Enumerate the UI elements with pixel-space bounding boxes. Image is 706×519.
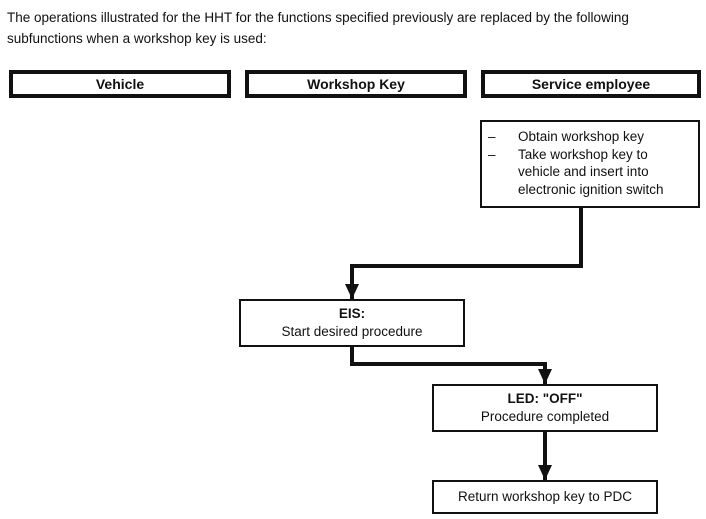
service-employee-task-list: Obtain workshop key Take workshop key to… [482,122,698,198]
eis-title: EIS: [338,306,366,321]
lane-header-vehicle: Vehicle [9,70,231,98]
lane-label-workshop-key: Workshop Key [307,76,405,92]
arrowhead-return [538,465,552,480]
step-eis-box: EIS: Start desired procedure [239,299,465,347]
lane-header-workshop-key: Workshop Key [245,70,467,98]
list-item: Take workshop key to vehicle and insert … [488,146,692,199]
step-return-box: Return workshop key to PDC [432,480,658,514]
intro-text: The operations illustrated for the HHT f… [7,10,629,46]
connector-service-to-eis [350,207,583,299]
lane-header-service-employee: Service employee [481,70,701,98]
step-led-box: LED: "OFF" Procedure completed [432,384,658,432]
connector-eis-to-led [350,346,547,384]
arrowhead-eis [345,284,359,299]
arrowhead-led [538,369,552,384]
eis-text: Start desired procedure [281,324,423,339]
lane-label-service-employee: Service employee [531,76,651,92]
return-text: Return workshop key to PDC [457,489,633,504]
led-title: LED: "OFF" [507,391,583,406]
lane-label-vehicle: Vehicle [95,76,145,92]
step-service-employee-box: Obtain workshop key Take workshop key to… [480,120,700,208]
led-text: Procedure completed [480,409,610,424]
list-item: Obtain workshop key [488,128,692,146]
